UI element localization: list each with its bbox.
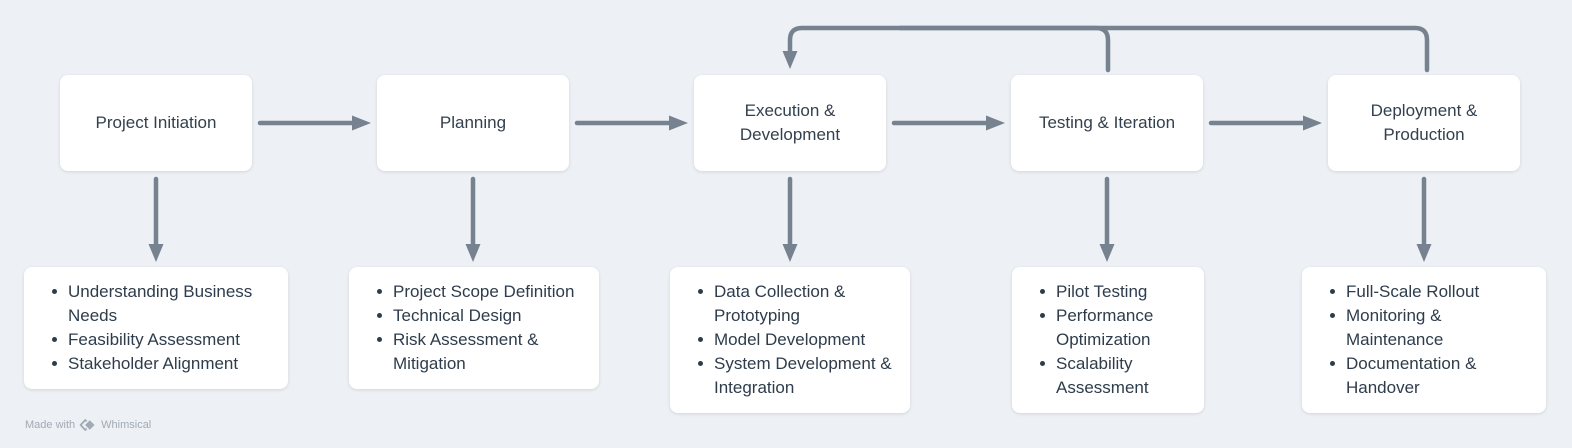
arrow-execution-to-details: [782, 176, 798, 262]
arrow-planning-to-details: [465, 176, 481, 262]
detail-list: Understanding Business Needs Feasibility…: [50, 280, 282, 376]
list-item: System Development & Integration: [696, 352, 904, 400]
detail-node-deployment-production[interactable]: Full-Scale Rollout Monitoring & Maintena…: [1302, 267, 1546, 413]
stage-node-planning[interactable]: Planning: [377, 75, 569, 171]
stage-label: Deployment & Production: [1370, 101, 1478, 144]
detail-list: Project Scope Definition Technical Desig…: [375, 280, 593, 376]
stage-node-project-initiation[interactable]: Project Initiation: [60, 75, 252, 171]
detail-list: Pilot Testing Performance Optimization S…: [1038, 280, 1198, 400]
stage-node-execution-development[interactable]: Execution & Development: [694, 75, 886, 171]
whimsical-watermark-link[interactable]: Made with Whimsical: [25, 418, 151, 432]
whimsical-diamond-icon: [79, 418, 97, 432]
detail-node-testing-iteration[interactable]: Pilot Testing Performance Optimization S…: [1012, 267, 1204, 413]
list-item: Risk Assessment & Mitigation: [375, 328, 593, 376]
arrow-deployment-to-details: [1416, 176, 1432, 262]
list-item: Performance Optimization: [1038, 304, 1198, 352]
list-item: Full-Scale Rollout: [1328, 280, 1540, 304]
feedback-testing-to-execution-arrow: [897, 25, 1111, 73]
list-item: Feasibility Assessment: [50, 328, 282, 352]
arrow-planning-to-execution: [574, 115, 688, 131]
detail-node-execution-development[interactable]: Data Collection & Prototyping Model Deve…: [670, 267, 910, 413]
stage-label: Execution & Development: [739, 101, 841, 144]
stage-node-deployment-production[interactable]: Deployment & Production: [1328, 75, 1520, 171]
list-item: Technical Design: [375, 304, 593, 328]
detail-list: Full-Scale Rollout Monitoring & Maintena…: [1328, 280, 1540, 400]
arrow-initiation-to-details: [148, 176, 164, 262]
arrow-testing-to-deployment: [1208, 115, 1322, 131]
list-item: Monitoring & Maintenance: [1328, 304, 1540, 352]
stage-label: Planning: [439, 113, 507, 132]
detail-node-project-initiation[interactable]: Understanding Business Needs Feasibility…: [24, 267, 288, 389]
list-item: Model Development: [696, 328, 904, 352]
list-item: Understanding Business Needs: [50, 280, 282, 328]
arrow-testing-to-details: [1099, 176, 1115, 262]
detail-list: Data Collection & Prototyping Model Deve…: [696, 280, 904, 400]
list-item: Scalability Assessment: [1038, 352, 1198, 400]
made-with-label: Made with: [25, 419, 76, 431]
list-item: Pilot Testing: [1038, 280, 1198, 304]
list-item: Stakeholder Alignment: [50, 352, 282, 376]
arrow-execution-to-testing: [891, 115, 1005, 131]
brand-label: Whimsical: [101, 419, 152, 431]
arrow-initiation-to-planning: [257, 115, 371, 131]
list-item: Data Collection & Prototyping: [696, 280, 904, 328]
list-item: Project Scope Definition: [375, 280, 593, 304]
feedback-deployment-to-execution-arrow: [782, 25, 1430, 73]
detail-node-planning[interactable]: Project Scope Definition Technical Desig…: [349, 267, 599, 389]
stage-label: Testing & Iteration: [1038, 113, 1176, 132]
stage-node-testing-iteration[interactable]: Testing & Iteration: [1011, 75, 1203, 171]
list-item: Documentation & Handover: [1328, 352, 1540, 400]
stage-label: Project Initiation: [95, 113, 217, 132]
